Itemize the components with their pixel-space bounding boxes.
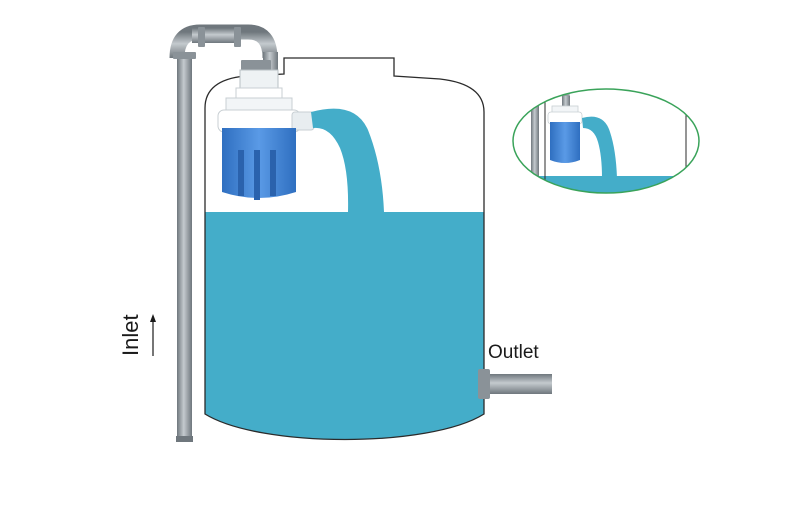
arrow-up-icon — [150, 314, 156, 356]
inset-border — [512, 88, 700, 194]
outlet-label: Outlet — [488, 342, 539, 363]
outlet-pipe — [478, 369, 552, 399]
float-valve — [217, 69, 315, 200]
tank-outline — [204, 57, 485, 441]
inlet-pipe — [169, 24, 278, 442]
water-body — [205, 212, 484, 440]
inlet-label: Inlet — [118, 314, 143, 356]
inset-full-tank — [512, 88, 700, 194]
water-jet — [311, 108, 384, 212]
tank — [204, 57, 485, 441]
